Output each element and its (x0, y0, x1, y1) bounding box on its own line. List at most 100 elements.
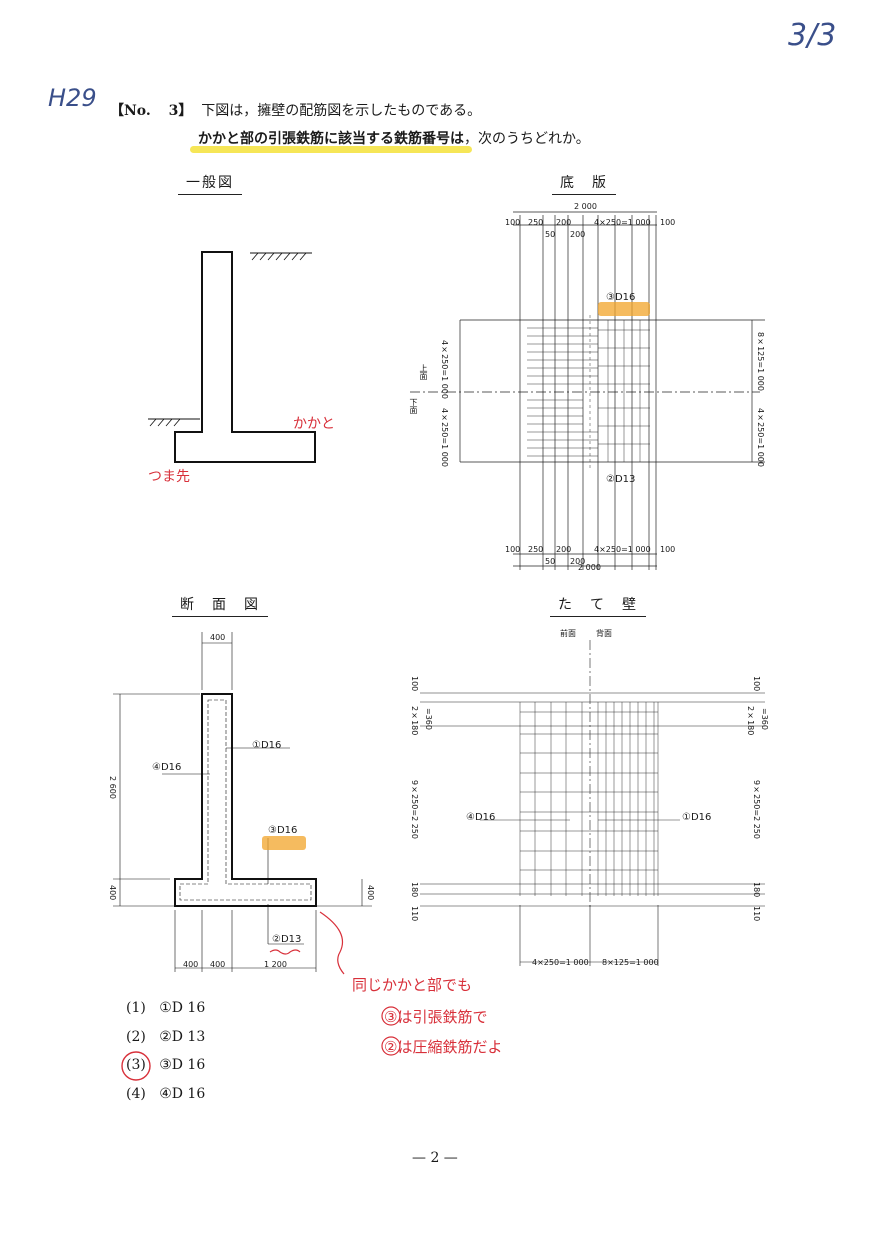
section-dim-top: 400 (210, 633, 226, 642)
question-suffix: ，次のうちどれか。 (464, 131, 590, 147)
wall-left-dim-2250: 9×250=2 250 (410, 780, 419, 839)
question-text: 下図は，擁壁の配筋図を示したものである。 (201, 103, 482, 119)
section-bar3-label: ③D16 (268, 825, 298, 836)
slab-bottom-dim-250: 250 (528, 545, 544, 554)
slab-dim-bottom: 2 000 (578, 563, 601, 572)
wall-right-dim-360: =360 (760, 708, 769, 730)
choice-4-num: (4) (126, 1086, 146, 1102)
wall-left-dim-2x180: 2×180 (410, 706, 419, 736)
section-bar4-label: ④D16 (152, 762, 182, 773)
slab-dim-4x250: 4×250=1 000 (594, 218, 651, 227)
page-number: — 2 — (412, 1150, 458, 1166)
section-dim-base-right: 400 (366, 885, 375, 901)
wall-dim-bottom-left: 4×250=1 000 (532, 958, 589, 967)
slab-dim-50: 50 (545, 230, 556, 239)
section-bar2-label: ②D13 (272, 934, 302, 945)
slab-right-dim-upper: 8×125=1 000 (756, 332, 765, 391)
wall-right-dim-2250: 9×250=2 250 (752, 780, 761, 839)
highlight-marker (190, 146, 472, 153)
wall-bar1-label: ①D16 (682, 812, 712, 823)
slab-face-top: 上面 (419, 364, 428, 380)
choice-4[interactable]: (4) ④D 16 (126, 1086, 205, 1102)
wall-left-dim-360: =360 (424, 708, 433, 730)
section-bar1-label: ①D16 (252, 740, 282, 751)
slab-bottom-dim-100a: 100 (505, 545, 521, 554)
section-dim-bottom-400b: 400 (210, 960, 226, 969)
wall-left-dim-100: 100 (410, 676, 419, 692)
choice-1-text: ①D 16 (159, 1000, 206, 1016)
slab-dim-200b: 200 (570, 230, 586, 239)
base-slab-plan (410, 211, 765, 570)
wall-mesh (480, 702, 680, 896)
slab-bottom-dim-4x250: 4×250=1 000 (594, 545, 651, 554)
wall-right-dim-100: 100 (752, 676, 761, 692)
wall-right-dim-110: 110 (752, 906, 761, 922)
slab-bottom-dim-200: 200 (556, 545, 572, 554)
question-emphasis: かかと部の引張鉄筋に該当する鉄筋番号は (198, 131, 464, 147)
section-dim-bottom-1200: 1 200 (264, 960, 287, 969)
wall-left-dim-180: 180 (410, 882, 419, 898)
slab-dim-top: 2 000 (574, 202, 597, 211)
slab-dim-250: 250 (528, 218, 544, 227)
section-dim-height: 2 600 (108, 776, 117, 799)
base-slab-mesh (527, 315, 650, 470)
slab-bottom-dim-200b: 200 (570, 557, 586, 566)
slab-dim-200: 200 (556, 218, 572, 227)
slab-dim-100b: 100 (660, 218, 676, 227)
choice-2-num: (2) (126, 1029, 146, 1045)
caption-section: 断 面 図 (172, 594, 268, 617)
red-leader-line (319, 911, 345, 975)
choice-3[interactable]: (3) ③D 16 (126, 1057, 205, 1073)
question-number-label: 【No. (110, 103, 151, 119)
wall-face-front: 前面 (560, 629, 576, 638)
red-note-line3: ②は圧縮鉄筋だよ (384, 1038, 503, 1056)
wall-face-back: 背面 (596, 629, 612, 638)
slab-left-dim-upper: 4×250=1 000 (440, 340, 449, 399)
choice-2[interactable]: (2) ②D 13 (126, 1029, 205, 1045)
red-note-line2: ③は引張鉄筋で (384, 1008, 488, 1026)
wall-right-dim-180: 180 (752, 882, 761, 898)
ground-hatch (149, 252, 307, 427)
red-note-line1: 同じかかと部でも (352, 976, 473, 994)
section-dim-base: 400 (108, 885, 117, 901)
red-squiggle (269, 949, 301, 955)
choice-3-text: ③D 16 (159, 1057, 206, 1073)
slab-bottom-dim-50: 50 (545, 557, 556, 566)
slab-bottom-dim-100b: 100 (660, 545, 676, 554)
wall-elevation (420, 640, 765, 966)
marker-bar3-slab (598, 302, 650, 316)
choice-2-text: ②D 13 (159, 1029, 206, 1045)
choice-3-num: (3) (126, 1057, 146, 1073)
section-view (113, 632, 372, 972)
general-view (148, 251, 316, 463)
section-dim-bottom-400a: 400 (183, 960, 199, 969)
slab-right-dim-lower: 4×250=1 000 (756, 408, 765, 467)
wall-bar4-label: ④D16 (466, 812, 496, 823)
red-circle-3 (381, 1006, 401, 1026)
choice-1[interactable]: (1) ①D 16 (126, 1000, 205, 1016)
slab-dim-100a: 100 (505, 218, 521, 227)
wall-right-dim-2x180: 2×180 (746, 706, 755, 736)
slab-face-bottom: 下面 (409, 398, 418, 414)
red-answer-circle (121, 1051, 151, 1081)
caption-general: 一般図 (178, 172, 242, 195)
heel-note: かかと (293, 416, 335, 432)
caption-wall: た て 壁 (550, 594, 646, 617)
red-circle-2 (381, 1036, 401, 1056)
slab-left-dim-lower: 4×250=1 000 (440, 408, 449, 467)
year-note: H29 (48, 84, 97, 112)
question-number: 3】 (168, 103, 193, 119)
choice-4-text: ④D 16 (159, 1086, 206, 1102)
slab-bar3-label: ③D16 (606, 292, 636, 303)
wall-left-dim-110: 110 (410, 906, 419, 922)
question-line2: かかと部の引張鉄筋に該当する鉄筋番号は，次のうちどれか。 (198, 128, 590, 148)
marker-bar3-section (262, 836, 306, 850)
caption-base-slab: 底 版 (552, 172, 616, 195)
choice-1-num: (1) (126, 1000, 146, 1016)
toe-note: つま先 (148, 469, 190, 485)
slab-bar2-label: ②D13 (606, 474, 636, 485)
page-counter-note: 3/3 (788, 18, 837, 53)
question-line1: 【No. 3】 下図は，擁壁の配筋図を示したものである。 (110, 100, 481, 120)
wall-dim-bottom-right: 8×125=1 000 (602, 958, 659, 967)
